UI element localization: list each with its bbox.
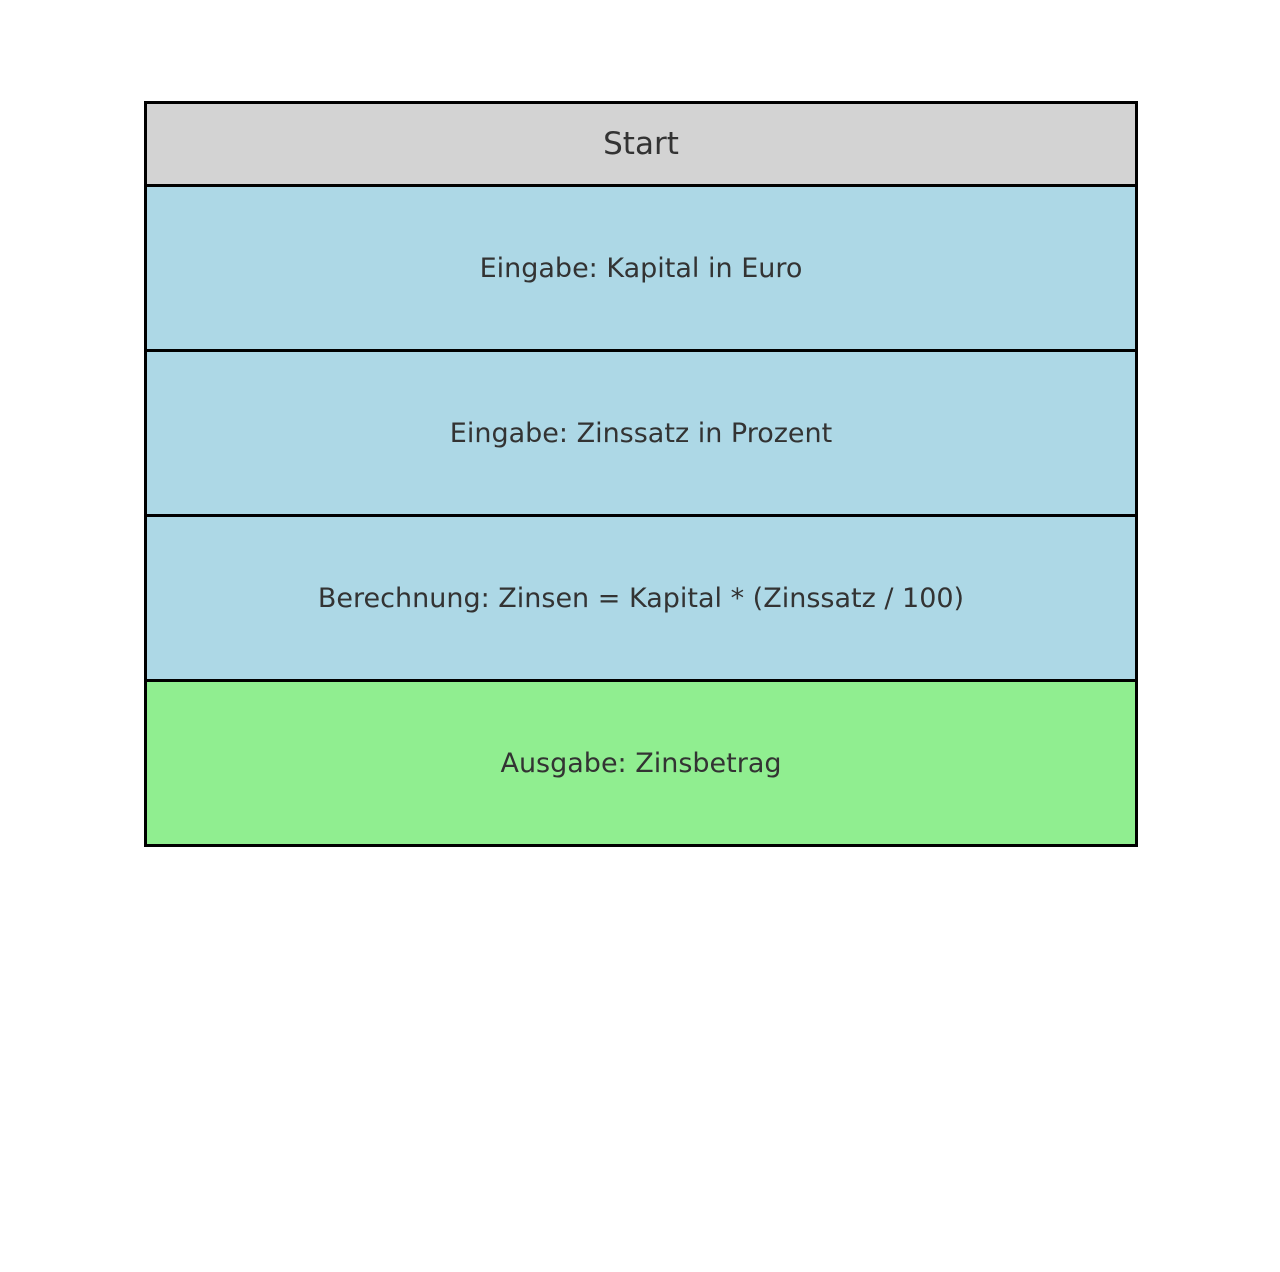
calculation-block: Berechnung: Zinsen = Kapital * (Zinssatz… — [147, 517, 1135, 682]
input-interest-rate-label: Eingabe: Zinssatz in Prozent — [449, 417, 833, 449]
start-label: Start — [603, 126, 679, 162]
output-label: Ausgabe: Zinsbetrag — [500, 747, 782, 779]
structogram: Start Eingabe: Kapital in Euro Eingabe: … — [144, 101, 1138, 847]
calculation-label: Berechnung: Zinsen = Kapital * (Zinssatz… — [317, 582, 965, 614]
output-block: Ausgabe: Zinsbetrag — [147, 682, 1135, 844]
input-capital-label: Eingabe: Kapital in Euro — [479, 252, 803, 284]
input-interest-rate-block: Eingabe: Zinssatz in Prozent — [147, 352, 1135, 517]
input-capital-block: Eingabe: Kapital in Euro — [147, 187, 1135, 352]
start-block: Start — [147, 104, 1135, 187]
